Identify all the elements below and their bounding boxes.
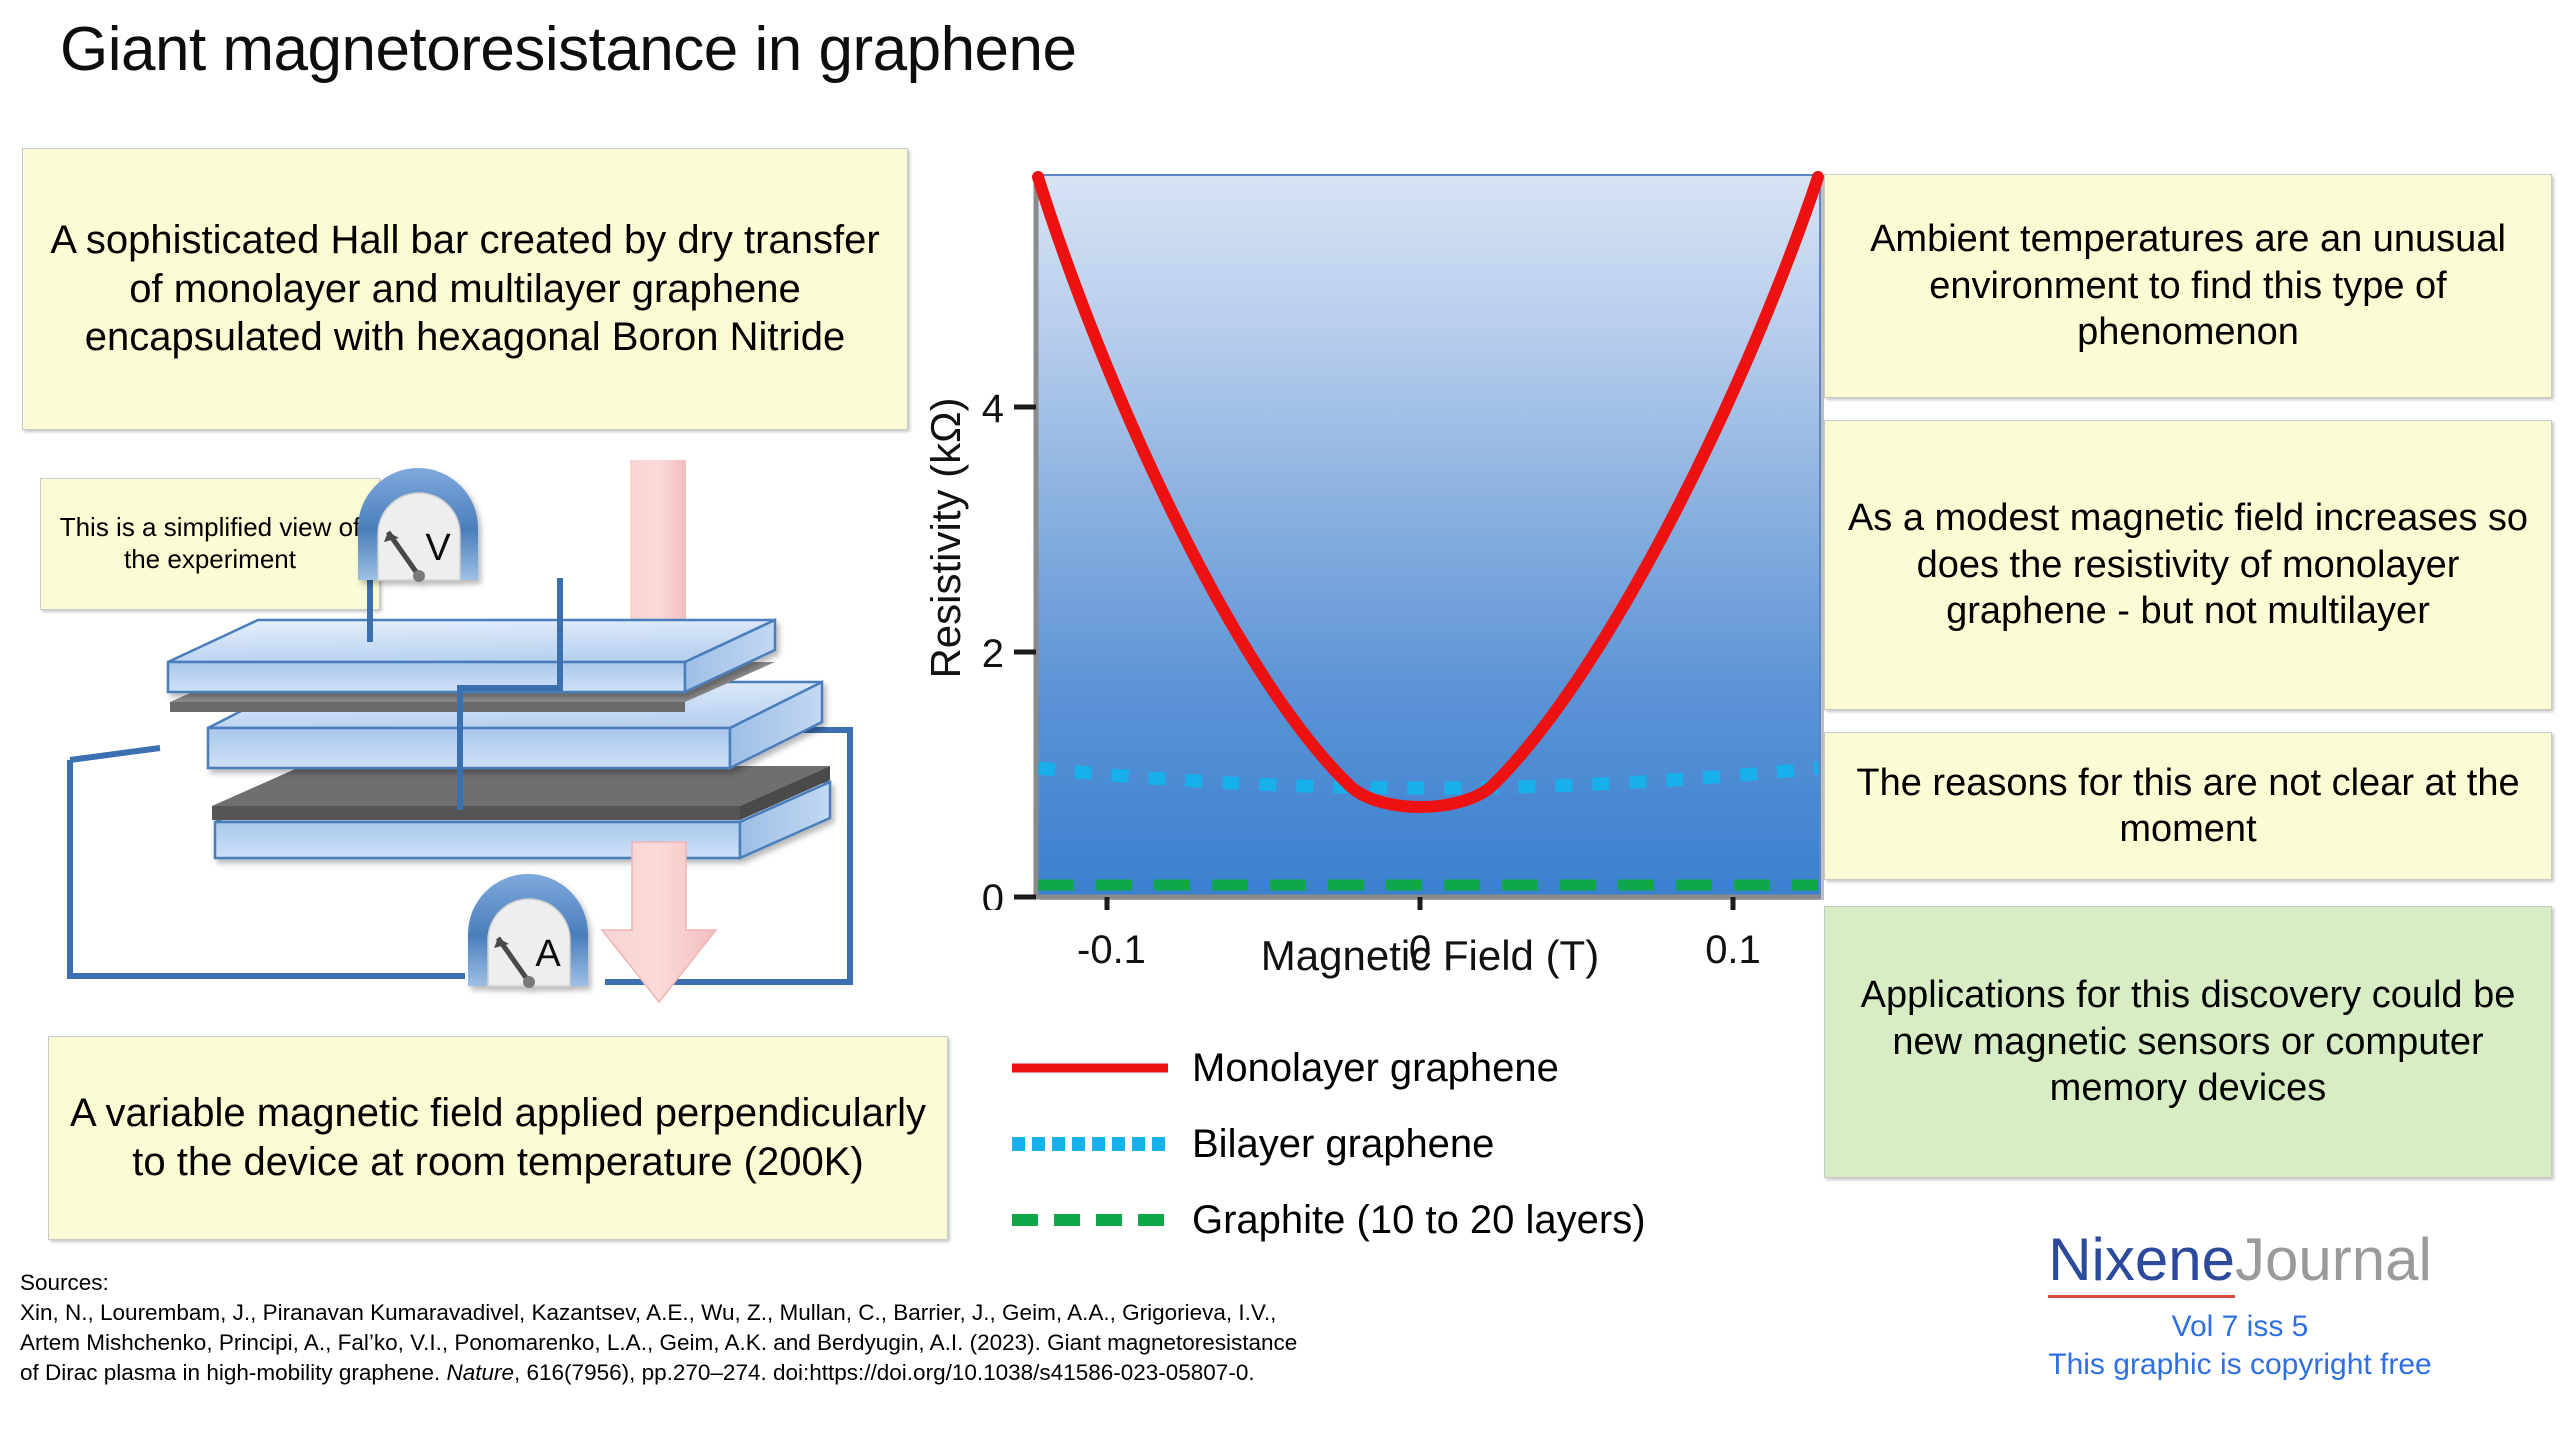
ammeter-label: A: [535, 933, 561, 975]
series-bilayer-line: [1037, 761, 1819, 795]
legend-label-monolayer: Monolayer graphene: [1192, 1045, 1559, 1090]
voltmeter: V: [358, 468, 478, 582]
y-tick-label-4: 4: [982, 387, 1004, 431]
y-tick-label-2: 2: [982, 632, 1004, 676]
callout-variable-field: A variable magnetic field applied perpen…: [48, 1036, 948, 1240]
callout-applications: Applications for this discovery could be…: [1824, 906, 2552, 1178]
y-axis-tick-labels: 0 2 4: [982, 387, 1004, 910]
callout-modest-field: As a modest magnetic field increases so …: [1824, 420, 2552, 710]
x-tick-label-neg01: -0.1: [1077, 928, 1146, 972]
legend-label-graphite: Graphite (10 to 20 layers): [1192, 1197, 1646, 1242]
sources-line-3-prefix: of Dirac plasma in high-mobility graphen…: [20, 1359, 447, 1385]
slab-top-hbn: [166, 618, 777, 694]
brand-block: NixeneJournal Vol 7 iss 5 This graphic i…: [1940, 1226, 2540, 1382]
callout-hall-bar: A sophisticated Hall bar created by dry …: [22, 148, 908, 430]
legend-item-graphite: Graphite (10 to 20 layers): [1010, 1182, 1810, 1258]
sources-journal-name: Nature: [446, 1359, 515, 1385]
resistivity-vs-magnetic-field-chart: 0 2 4 Resistivity (kΩ) -0.1 0 0.1: [930, 150, 1830, 972]
callout-reasons-unclear: The reasons for this are not clear at th…: [1824, 732, 2552, 880]
experiment-diagram: V A: [40, 430, 940, 1050]
sources-heading: Sources:: [20, 1270, 109, 1295]
x-axis-title: Magnetic Field (T): [1260, 932, 1600, 979]
ammeter: A: [468, 874, 588, 988]
legend-swatch-dashed-green: [1010, 1205, 1170, 1235]
y-tick-label-0: 0: [982, 877, 1004, 910]
sources-block: Sources: Xin, N., Lourembam, J., Piranav…: [20, 1268, 1920, 1388]
legend-swatch-solid-red: [1010, 1053, 1170, 1083]
x-axis-ticks: [1104, 897, 1736, 910]
callout-simplified-view: This is a simplified view of the experim…: [40, 478, 380, 610]
chart-legend: Monolayer graphene Bilayer graphene Grap…: [1010, 1030, 1810, 1260]
circuit-wire-voltmeter: [367, 578, 563, 810]
page-title: Giant magnetoresistance in graphene: [60, 15, 1077, 84]
sources-line-1: Xin, N., Lourembam, J., Piranavan Kumara…: [20, 1299, 1277, 1325]
sources-line-3: of Dirac plasma in high-mobility graphen…: [20, 1358, 1920, 1388]
copyright-notice: This graphic is copyright free: [2048, 1348, 2432, 1381]
series-monolayer-line: [1032, 171, 1824, 813]
legend-swatch-dotted-blue: [1010, 1129, 1170, 1159]
legend-item-monolayer: Monolayer graphene: [1010, 1030, 1810, 1106]
nixene-journal-logo: NixeneJournal: [1940, 1226, 2540, 1298]
sources-line-3-suffix: , 616(7956), pp.270–274. doi:https://doi…: [514, 1359, 1255, 1385]
plot-area: [1035, 174, 1821, 898]
graphene-layer: [212, 766, 830, 820]
brand-name: Nixene: [2048, 1226, 2235, 1298]
voltmeter-label: V: [425, 527, 451, 569]
legend-label-bilayer: Bilayer graphene: [1192, 1121, 1495, 1166]
y-axis-title: Resistivity (kΩ): [930, 397, 969, 678]
magnetic-field-arrow-bottom: [600, 841, 718, 1004]
x-tick-label-pos01: 0.1: [1705, 928, 1761, 972]
callout-ambient-temperature: Ambient temperatures are an unusual envi…: [1824, 174, 2552, 398]
volume-issue-label: Vol 7 iss 5: [2171, 1310, 2309, 1343]
sources-line-2: Artem Mishchenko, Principi, A., Fal’ko, …: [20, 1329, 1298, 1355]
brand-suffix: Journal: [2234, 1226, 2432, 1293]
y-axis-ticks: [1014, 404, 1036, 900]
legend-item-bilayer: Bilayer graphene: [1010, 1106, 1810, 1182]
